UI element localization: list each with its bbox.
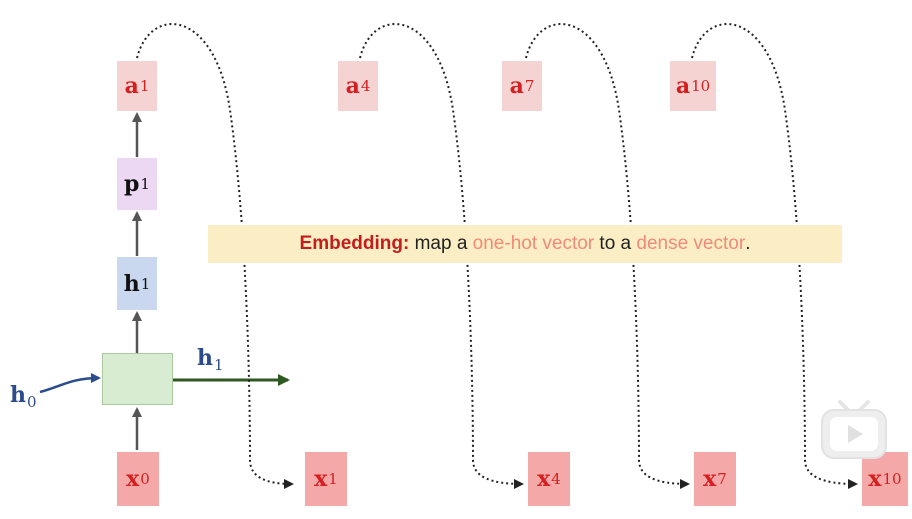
bilibili-tv-icon xyxy=(821,400,887,459)
banner-highlight-dense: dense vector xyxy=(636,233,746,254)
banner-keyword: Embedding: xyxy=(299,233,410,254)
arrow-h0-input xyxy=(39,373,101,394)
label-h0: h0 xyxy=(10,382,37,411)
dotted-connector-a4-x4 xyxy=(359,23,524,489)
dotted-connector-a7-x7 xyxy=(525,23,690,489)
banner-text-3: . xyxy=(745,233,751,254)
banner-text-2: to a xyxy=(594,233,637,254)
label-h1-output: h1 xyxy=(197,345,224,374)
rnn-cell xyxy=(102,353,173,405)
embedding-banner: Embedding: map a one-hot vector to a den… xyxy=(208,225,842,263)
banner-highlight-onehot: one-hot vector xyxy=(472,233,595,254)
banner-text-1: map a xyxy=(409,233,473,254)
dotted-connector-a10-x10 xyxy=(691,23,858,489)
